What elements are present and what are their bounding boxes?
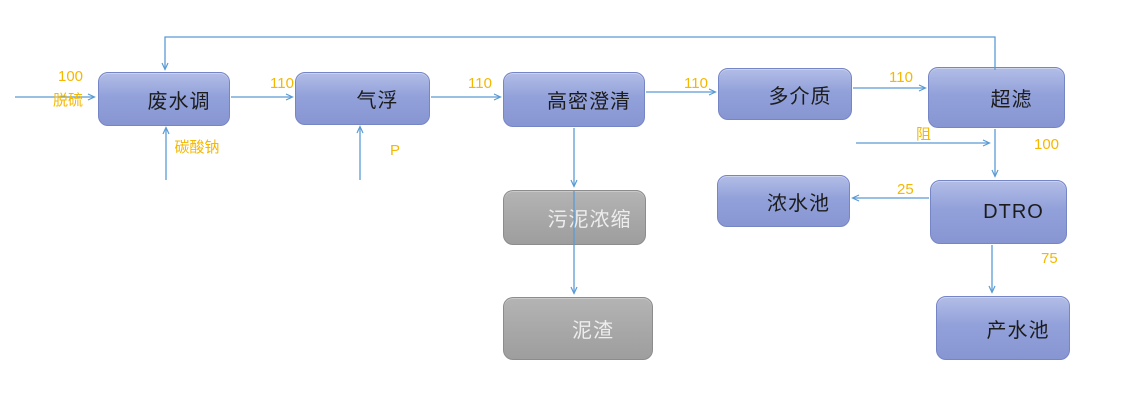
flow-value-dtro-product-75: 75 (1041, 250, 1058, 267)
node-multi-media-filter: 多介质 (718, 68, 852, 120)
flow-value-110-flotation-clarifier: 110 (468, 75, 492, 92)
node-ultrafiltration: 超滤 (928, 67, 1065, 128)
flow-value-feed-100: 100 (58, 68, 84, 85)
node-product-water-pool: 产水池 (936, 296, 1070, 360)
label-desulfurization: 脱硫 (53, 92, 84, 109)
flow-value-110-multimedia-uf: 110 (889, 69, 913, 86)
node-dtro: DTRO (930, 180, 1067, 244)
node-sludge-thickening: 污泥浓缩 (503, 190, 646, 245)
node-high-density-clarifier: 高密澄清 (503, 72, 645, 127)
flow-value-dtro-concentrate-25: 25 (897, 181, 914, 198)
uf-recycle-connector (165, 36, 996, 70)
label-antiscalant: 阻 (916, 126, 932, 143)
node-sludge-residue: 泥渣 (503, 297, 653, 360)
node-air-flotation: 气浮 (295, 72, 430, 125)
node-concentrate-pool: 浓水池 (717, 175, 850, 227)
flow-value-110-clarifier-multimedia: 110 (684, 75, 708, 92)
label-sodium-carbonate: 碳酸钠 (174, 139, 220, 156)
label-p-dosing: P (390, 142, 401, 159)
node-wastewater-adjust: 废水调 (98, 72, 230, 126)
flow-value-uf-dtro-100: 100 (1034, 136, 1060, 153)
